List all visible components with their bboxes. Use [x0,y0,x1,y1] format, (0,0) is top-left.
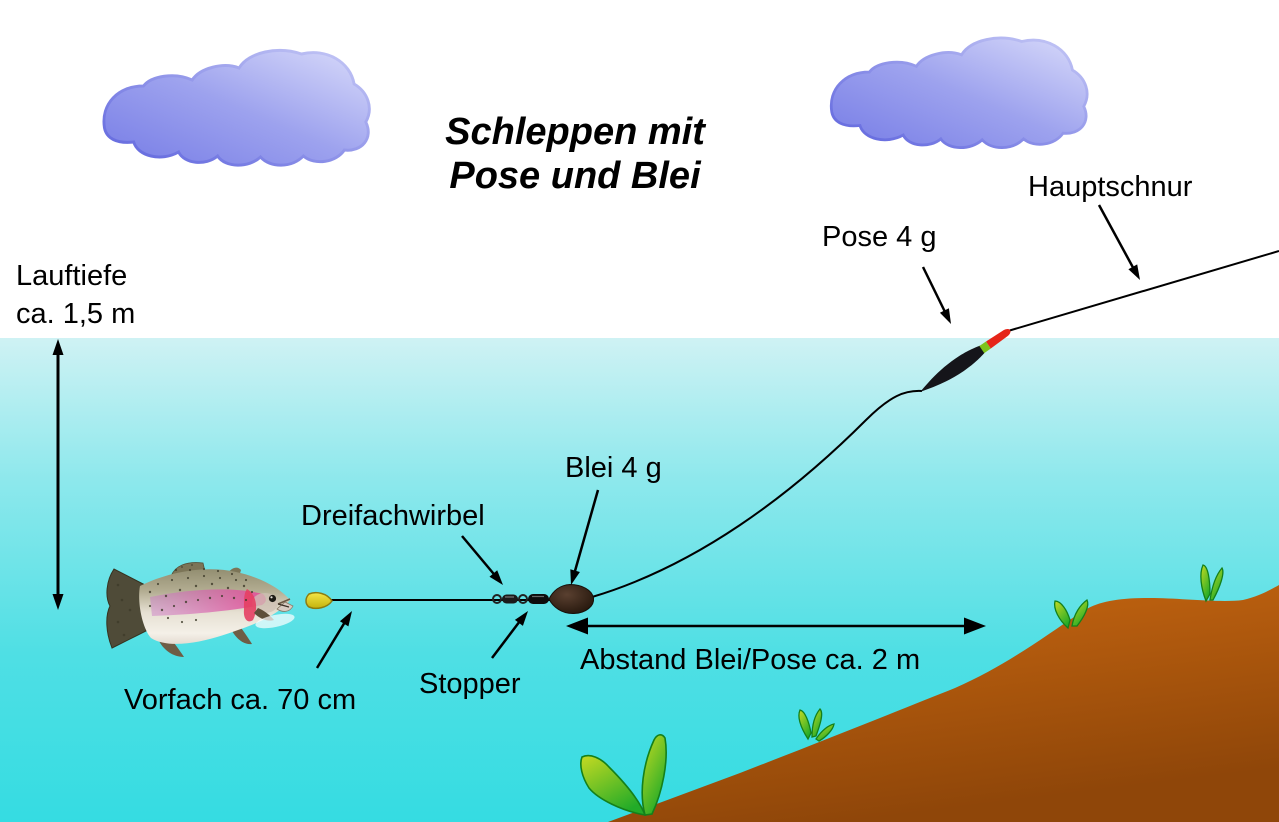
lure [305,591,333,610]
diagram-title: Schleppen mit Pose und Blei [400,110,750,198]
label-lauftiefe-line2: ca. 1,5 m [16,298,136,331]
label-lauftiefe-line1: Lauftiefe [16,260,128,292]
vorfach-arrow [315,611,352,669]
water-plant-slope [1053,599,1089,630]
trout-fish [106,562,295,657]
pose-arrow [921,266,951,324]
label-vorfach: Vorfach ca. 70 cm [124,684,357,716]
label-stopper: Stopper [419,668,521,700]
title-line-1: Schleppen mit [445,111,705,153]
main-line [1007,250,1279,332]
float [920,329,1011,392]
water-plant-right [1200,564,1224,603]
line-lead-to-float [591,389,923,598]
blei-arrow [570,489,600,585]
lauftiefe-depth-arrow [52,339,64,610]
label-hauptschnur: Hauptschnur [1028,171,1193,203]
stopper-bead [528,594,549,604]
water-plant-large [580,734,667,817]
dreifachwirbel-arrow [461,535,503,585]
label-blei: Blei 4 g [565,452,662,484]
lead-weight [548,583,595,615]
swivel [492,594,528,604]
annotation-arrows [52,204,1140,669]
water-plant-mid [798,708,835,742]
lake-bottom [608,585,1279,822]
label-pose: Pose 4 g [822,221,937,253]
hauptschnur-arrow [1097,204,1140,280]
label-abstand: Abstand Blei/Pose ca. 2 m [580,644,921,676]
label-dreifachwirbel: Dreifachwirbel [301,500,485,532]
abstand-distance-arrow [566,617,986,635]
label-lauftiefe: Lauftiefe ca. 1,5 m [16,257,135,334]
title-line-2: Pose und Blei [449,155,701,197]
stopper-arrow [491,611,528,659]
